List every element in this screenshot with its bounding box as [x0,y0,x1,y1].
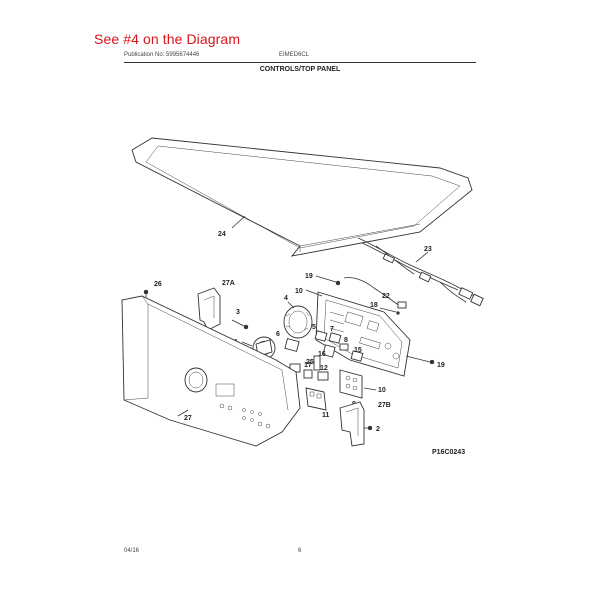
section-title: CONTROLS/TOP PANEL [259,66,341,73]
wire-harness [357,237,484,307]
callout-19b: 19 [437,362,445,369]
callout-15: 15 [354,347,362,354]
part-8 [339,343,349,351]
callout-17: 17 [304,362,312,369]
callout-24: 24 [218,231,226,238]
bracket-27a [197,287,221,331]
model-number: EIMED6CL [279,52,310,58]
callout-6: 6 [276,331,280,338]
button-strip [339,369,363,399]
publication-number: Publication No: 5995674446 [124,52,200,58]
leader-24 [231,215,246,229]
callout-27a: 27A [222,280,235,287]
part-15 [350,350,364,362]
callout-22: 22 [382,293,390,300]
callout-23: 23 [424,246,432,253]
bracket-27b [339,401,365,447]
footer-page-number: 6 [298,548,302,554]
footer-date: 04/16 [124,548,140,554]
callout-18: 18 [370,302,378,309]
callout-26: 26 [154,281,162,288]
button-cluster [305,387,327,411]
callout-12: 12 [320,365,328,372]
leader-18 [379,307,397,313]
callout-7: 7 [330,326,334,333]
callout-11: 11 [322,412,330,419]
part-6 [284,338,300,352]
header-rule [124,62,476,63]
callout-8: 8 [344,337,348,344]
callout-10b: 10 [378,387,386,394]
callout-10: 10 [295,288,303,295]
callout-5: 5 [312,324,316,331]
callout-25: 25 [306,359,314,366]
screw-19a [335,280,341,286]
leader-23 [415,251,429,263]
part-25 [313,355,321,371]
callout-27b: 27B [378,402,391,409]
control-board [315,291,411,377]
control-console [121,295,301,447]
screw-26 [143,289,149,295]
screw-2 [367,425,373,431]
diagram-annotation: See #4 on the Diagram [94,31,241,47]
callout-19a: 19 [305,273,313,280]
encoder-ring [283,305,313,339]
leader-19a [315,275,337,283]
part-7 [328,332,342,344]
top-panel [131,137,473,257]
callout-2: 2 [376,426,380,433]
part-16 [322,344,336,358]
leader-4 [287,301,295,309]
part-5 [314,330,328,342]
screw-3 [243,324,249,330]
leader-10 [305,289,323,297]
callout-4: 4 [284,295,288,302]
callout-3: 3 [236,309,240,316]
part-17 [303,369,313,379]
cable-22 [343,277,401,307]
screw-19b [429,359,435,365]
diagram-code: P16C0243 [432,449,465,456]
callout-27: 27 [184,415,192,422]
callout-16: 16 [318,351,326,358]
part-12 [317,371,329,381]
